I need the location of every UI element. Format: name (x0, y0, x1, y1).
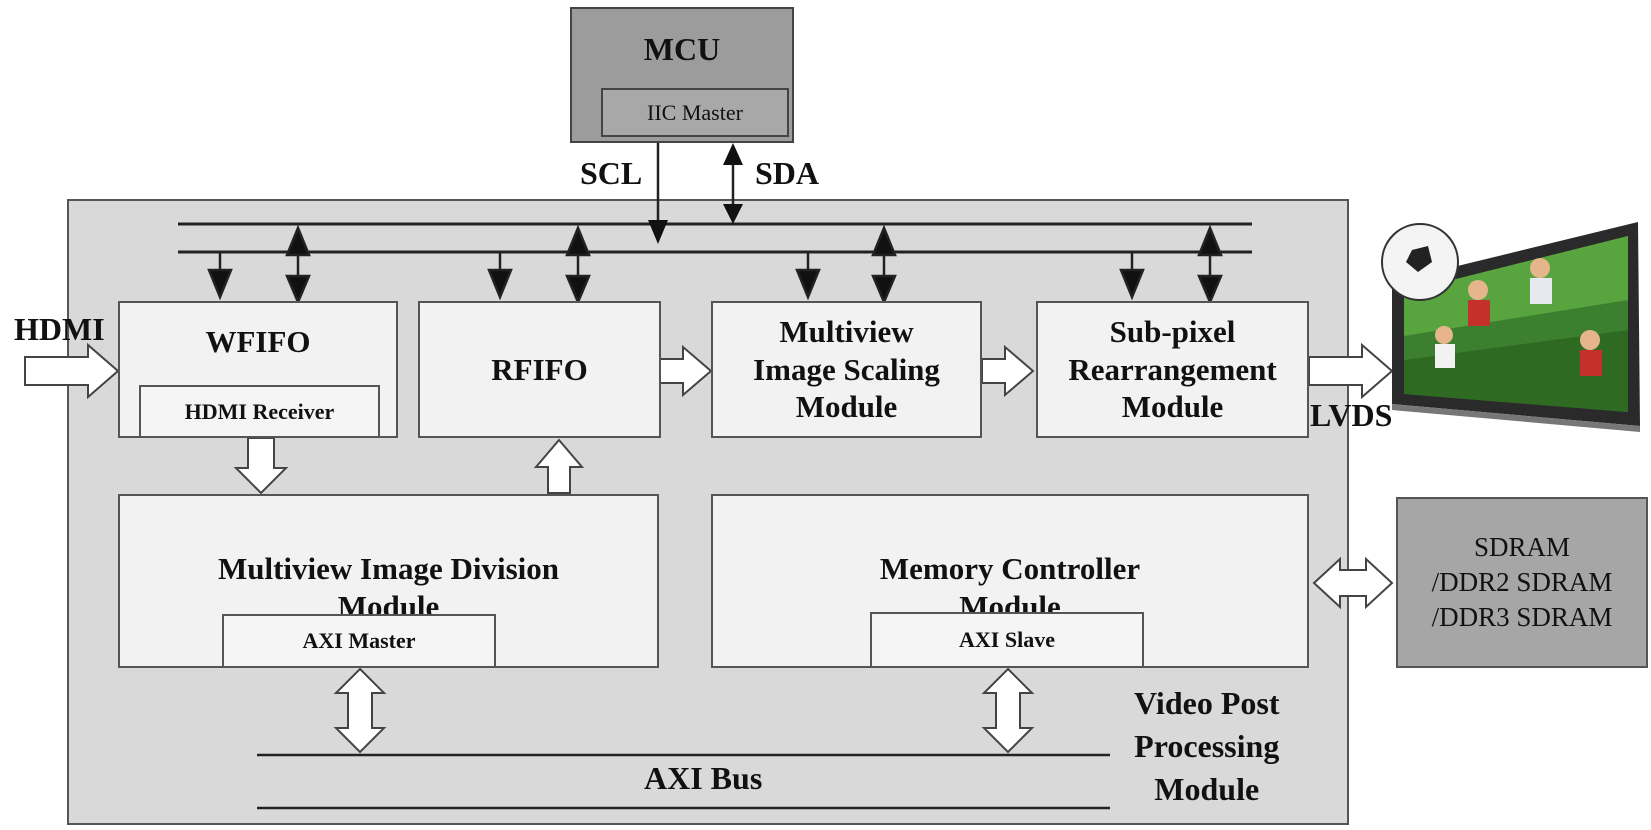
memctrl-line-1: Memory Controller (879, 551, 1141, 587)
lvds-label: LVDS (1310, 397, 1393, 433)
axi-slave-bus-arrow-icon (981, 667, 1035, 754)
scaling-line-3: Module (795, 389, 898, 425)
sdram-line-2: /DDR2 SDRAM (1431, 566, 1613, 597)
rfifo-label: RFIFO (491, 351, 588, 387)
scaling-line-1: Multiview (779, 313, 914, 349)
wfifo-label: WFIFO (205, 324, 311, 359)
axi-master-bus-arrow-icon (333, 667, 387, 754)
sdram-line-1: SDRAM (1473, 531, 1570, 562)
sda-arrow-down-icon (723, 204, 743, 224)
scl-label: SCL (580, 155, 643, 191)
axi-slave-block: AXI Slave (870, 612, 1144, 668)
axi-master-block: AXI Master (222, 614, 496, 668)
memory-sdram-arrow-icon (1312, 556, 1394, 610)
sdram-block: SDRAM /DDR2 SDRAM /DDR3 SDRAM (1396, 497, 1648, 668)
hdmi-input-arrow-icon (24, 342, 120, 400)
scaling-to-subpixel-arrow-icon (981, 344, 1035, 398)
multiview-image-scaling-block: Multiview Image Scaling Module (711, 301, 982, 438)
rfifo-block: RFIFO (418, 301, 661, 438)
sda-label: SDA (755, 155, 820, 191)
3d-display-image (1381, 222, 1640, 432)
scaling-line-2: Image Scaling (753, 351, 940, 387)
module-label-line-3: Module (1154, 771, 1260, 808)
scl-arrow-icon (648, 220, 668, 244)
mcu-title: MCU (643, 31, 721, 67)
sda-arrow-up-icon (723, 143, 743, 165)
subpixel-line-2: Rearrangement (1068, 351, 1277, 387)
receiver-to-division-arrow-icon (233, 437, 289, 495)
subpixel-line-1: Sub-pixel (1109, 313, 1236, 349)
module-label-line-1: Video Post (1134, 685, 1280, 721)
axi-bus-label: AXI Bus (644, 760, 763, 796)
sdram-line-3: /DDR3 SDRAM (1431, 602, 1613, 633)
subpixel-line-3: Module (1121, 389, 1224, 425)
lvds-output-arrow-icon (1308, 342, 1394, 400)
module-label-line-2: Processing (1134, 728, 1280, 765)
division-line-1: Multiview Image Division (218, 551, 559, 587)
iic-master-block: IIC Master (601, 88, 789, 137)
subpixel-rearrangement-block: Sub-pixel Rearrangement Module (1036, 301, 1309, 438)
hdmi-label: HDMI (14, 311, 105, 347)
rfifo-to-scaling-arrow-icon (659, 344, 713, 398)
video-post-processing-label: Video Post Processing Module (1134, 682, 1279, 812)
hdmi-receiver-block: HDMI Receiver (139, 385, 380, 438)
division-to-rfifo-arrow-icon (533, 438, 585, 494)
bus-taps (207, 224, 1223, 306)
